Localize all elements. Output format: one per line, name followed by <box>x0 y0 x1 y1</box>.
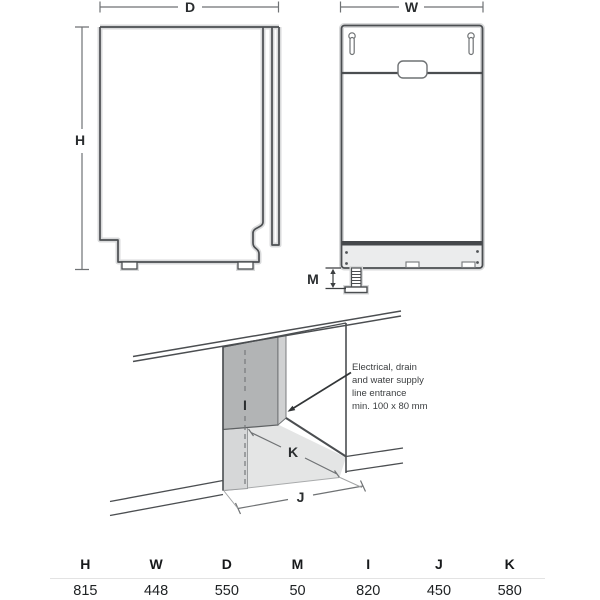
annotation-arrow-line <box>291 371 352 410</box>
niche-depth-dimension-line <box>248 428 340 478</box>
foot-dimension: M <box>307 267 346 290</box>
right-wall-bottom-edge <box>285 417 347 458</box>
side-view-diagram: D H <box>75 0 282 271</box>
table-header-cell: I <box>366 556 371 572</box>
arrow-down-icon <box>330 283 336 288</box>
toe-kick-band <box>342 245 482 268</box>
left-pillar-lower-face <box>222 426 248 492</box>
screw-dot <box>345 262 348 265</box>
table-value-cell: 815 <box>73 583 98 599</box>
niche-width-label: J <box>297 489 305 505</box>
toe-kick-slot-left <box>405 261 420 269</box>
front-view-diagram: M W <box>307 0 485 295</box>
niche-height-label: I <box>243 397 247 413</box>
foot-plate <box>344 286 368 294</box>
depth-dimension-label: D <box>185 0 195 15</box>
screw-dot <box>476 250 479 253</box>
width-dimension-label: W <box>405 0 419 15</box>
height-dimension-line <box>75 26 89 271</box>
base-dark-band <box>341 241 483 246</box>
toe-kick-slot-right <box>461 261 476 269</box>
table-value-cell: 450 <box>426 583 452 599</box>
table-header-cell: H <box>80 556 91 572</box>
left-baseboard-lines <box>109 479 224 517</box>
mounting-slot-left-slot <box>349 36 355 56</box>
side-view-outline-glow <box>97 24 282 265</box>
mounting-slot-left <box>348 32 356 56</box>
side-foot-left <box>121 261 138 270</box>
table-value-cell: 550 <box>214 583 239 599</box>
arrow-up-icon <box>330 268 336 274</box>
foot-dimension-line <box>325 267 346 290</box>
left-side-panel-face <box>222 335 279 431</box>
niche-floor-face <box>223 424 346 491</box>
left-panel-edge-face <box>277 334 287 426</box>
leveling-foot <box>343 266 369 295</box>
screw-dot <box>345 251 348 254</box>
mounting-slot-right <box>467 32 475 56</box>
side-foot-right <box>237 261 254 270</box>
table-header-cell: K <box>504 556 515 572</box>
mounting-slot-right-slot <box>468 36 474 56</box>
table-value-cell: 448 <box>143 583 169 599</box>
height-dimension-label: H <box>75 132 85 148</box>
niche-top-edge <box>222 322 347 348</box>
table-header-cell: J <box>435 556 443 572</box>
dimensions-table-header-row: H W D M I J K <box>50 556 545 572</box>
depth-dimension-line <box>99 1 280 13</box>
table-header-cell: W <box>149 556 163 572</box>
side-view-outline <box>99 26 280 263</box>
door-handle-tab <box>397 60 428 79</box>
table-separator-line <box>50 578 545 579</box>
dimensions-table: H W D M I J K 815 448 550 50 820 450 580 <box>50 556 545 599</box>
table-header-cell: D <box>221 556 232 572</box>
table-value-cell: 820 <box>356 583 381 599</box>
screw-dot <box>476 261 479 264</box>
niche-isometric-diagram: I K J <box>109 310 404 517</box>
dimension-extension-lines <box>223 477 363 509</box>
foot-dimension-label: M <box>307 271 319 287</box>
niche-width-dimension-line <box>234 480 367 515</box>
table-value-cell: 580 <box>497 583 522 599</box>
width-dimension-line <box>339 1 484 13</box>
table-header-cell: M <box>291 556 304 572</box>
supply-entrance-annotation: Electrical, drain and water supply line … <box>352 362 428 412</box>
table-value-cell: 50 <box>289 583 306 599</box>
annotation-arrowhead-icon <box>287 405 296 412</box>
right-baseboard-lines <box>345 447 404 473</box>
dimensions-table-value-row: 815 448 550 50 820 450 580 <box>50 583 545 599</box>
niche-depth-label: K <box>288 444 298 460</box>
foot-thread-lines <box>352 271 361 284</box>
